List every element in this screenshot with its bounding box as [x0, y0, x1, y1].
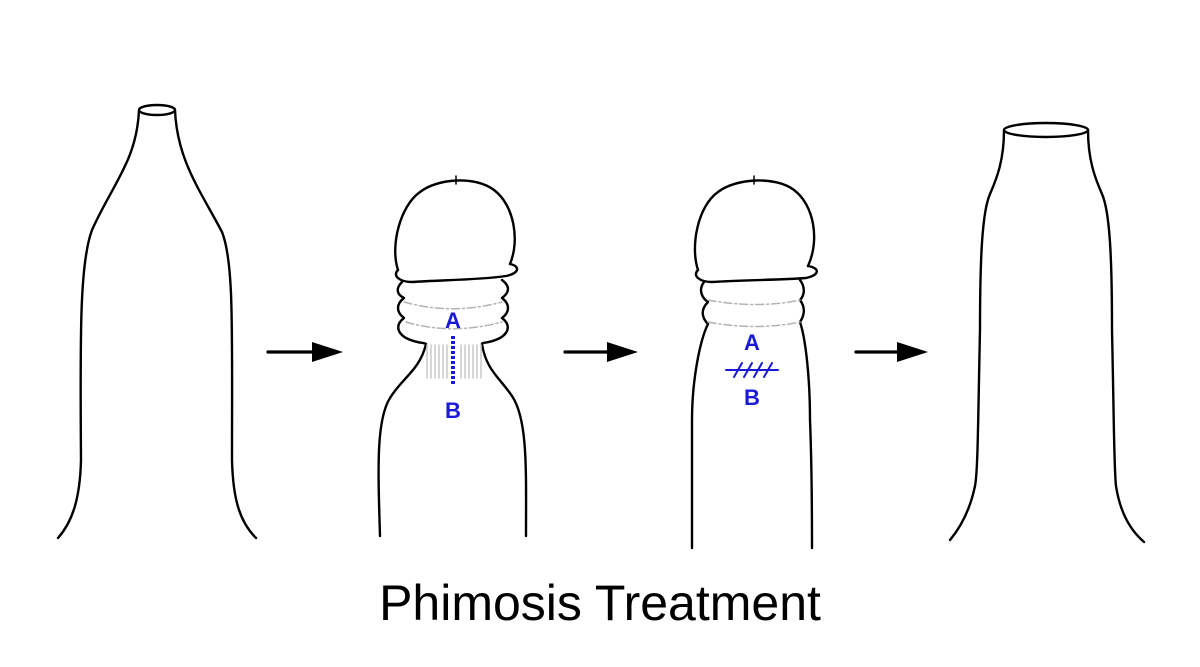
- stage-3-label-b: B: [744, 385, 760, 410]
- stage-4-result: [948, 121, 1146, 544]
- stage-3-body-right: [798, 278, 814, 550]
- diagram-caption: Phimosis Treatment: [379, 575, 821, 631]
- stage-4-opening: [1002, 121, 1090, 139]
- stage-2-label-b: B: [445, 398, 461, 423]
- stage-2-incision: [377, 175, 528, 538]
- stage-1-outline-right: [173, 108, 258, 540]
- arrow-right-icon: [563, 342, 638, 362]
- stage-1-outline-left: [56, 108, 141, 540]
- stage-1-phimosis: [56, 103, 258, 540]
- stage-2-glans-rim: [394, 262, 519, 284]
- stage-2-body-left: [377, 342, 428, 538]
- arrow-right-icon: [266, 342, 343, 362]
- stage-2-folds-right: [480, 278, 510, 346]
- stage-3-glans-rim: [694, 264, 818, 284]
- stage-2-fold-lines: [403, 301, 503, 330]
- stage-4-outline-left: [948, 128, 1006, 542]
- stage-3-body-left: [690, 280, 710, 550]
- stage-4-outline-right: [1086, 128, 1146, 544]
- stage-2-label-a: A: [445, 308, 461, 333]
- stage-2-stretched-band: [426, 344, 482, 379]
- stage-2-glans: [394, 179, 516, 272]
- stage-3-label-a: A: [744, 330, 760, 355]
- stage-3-sutured: [690, 175, 818, 550]
- stage-3-suture-marks: [725, 362, 779, 378]
- stage-2-body-right: [480, 342, 528, 538]
- stage-3-glans: [693, 179, 816, 272]
- arrow-right-icon: [854, 342, 928, 362]
- stage-2-folds-left: [396, 280, 428, 346]
- stage-3-fold-lines: [707, 299, 801, 328]
- stage-1-opening: [137, 103, 177, 117]
